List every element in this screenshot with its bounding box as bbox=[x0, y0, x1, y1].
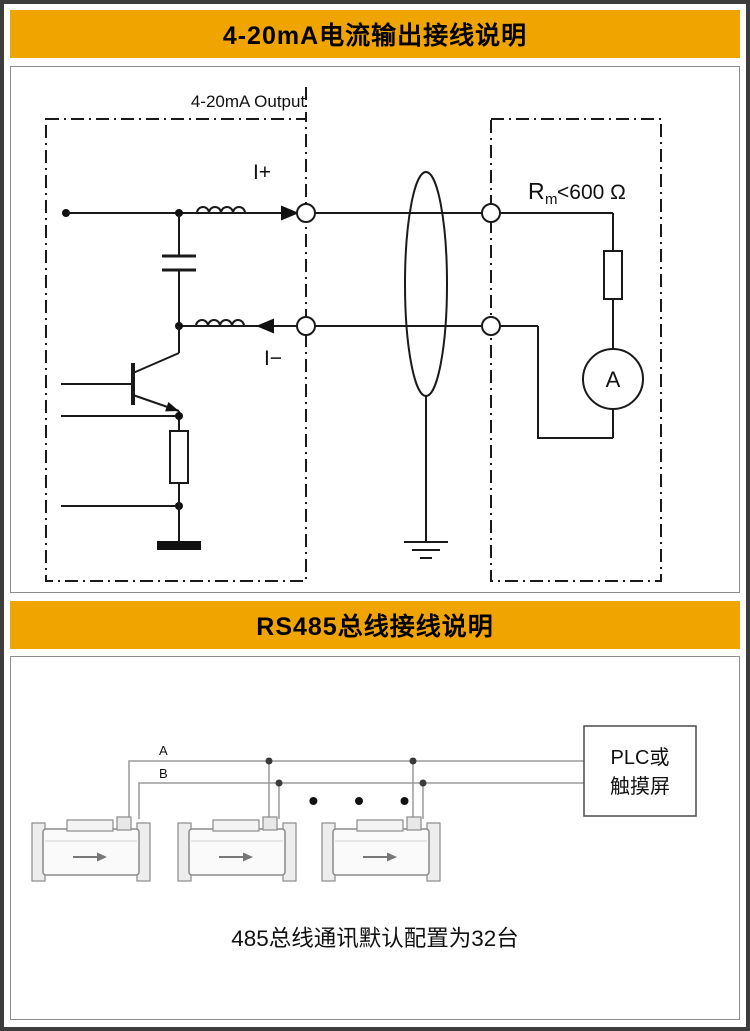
device-top-block bbox=[212, 819, 260, 832]
shield-ellipse bbox=[404, 171, 448, 397]
device3-drop-wires bbox=[409, 757, 427, 819]
rs485-bus-diagram: A B • • • bbox=[31, 725, 697, 951]
device-connector bbox=[262, 816, 278, 831]
emitter-arrow bbox=[165, 402, 179, 412]
rm-label: R m <600 Ω bbox=[528, 178, 626, 208]
junction-dot bbox=[409, 757, 417, 765]
current-arrow-right bbox=[281, 205, 299, 221]
rm-label-value: <600 Ω bbox=[557, 181, 626, 204]
device-body bbox=[332, 828, 430, 876]
plc-box: PLC或 触摸屏 bbox=[583, 725, 697, 817]
flow-meter-device-2 bbox=[177, 816, 297, 882]
current-output-circuit-diagram: 4-20mA Output bbox=[45, 87, 662, 582]
junction-dot bbox=[419, 779, 427, 787]
flow-meter-device-3 bbox=[321, 816, 441, 882]
collector-lead bbox=[132, 352, 180, 374]
i-plus-line bbox=[62, 205, 613, 221]
resistor-symbol bbox=[169, 430, 189, 484]
section2-header: RS485总线接线说明 bbox=[10, 601, 740, 649]
device-connector bbox=[406, 816, 422, 831]
junction-dot bbox=[265, 757, 273, 765]
rm-label-r: R bbox=[528, 178, 545, 204]
bus-wire-b bbox=[138, 782, 584, 819]
section2-title: RS485总线接线说明 bbox=[256, 613, 494, 641]
current-arrow-left bbox=[256, 318, 274, 334]
device2-drop-wires bbox=[265, 757, 283, 819]
terminal-i-minus-load bbox=[481, 316, 501, 336]
plc-box-line2: 触摸屏 bbox=[610, 775, 670, 798]
junction-dot bbox=[275, 779, 283, 787]
device-body bbox=[188, 828, 286, 876]
earth-ground-symbol bbox=[404, 541, 448, 559]
load-enclosure-box bbox=[490, 118, 662, 582]
bus-wire-a bbox=[128, 760, 584, 819]
current-output-diagram-panel: 4-20mA Output bbox=[10, 66, 740, 593]
device-body bbox=[42, 828, 140, 876]
load-resistor-symbol bbox=[603, 250, 623, 300]
transistor-symbol bbox=[61, 326, 180, 431]
rs485-caption: 485总线通讯默认配置为32台 bbox=[231, 926, 519, 951]
inductor-symbol bbox=[195, 319, 245, 327]
terminal-i-plus-device bbox=[296, 203, 316, 223]
wire-a-label: A bbox=[159, 743, 168, 758]
internal-resistor-branch bbox=[157, 430, 201, 550]
plc-box-line1: PLC或 bbox=[611, 746, 670, 769]
left-stub-wires bbox=[61, 412, 183, 510]
wire-b-label: B bbox=[159, 766, 168, 781]
cable-shield bbox=[404, 171, 448, 559]
ammeter-label: A bbox=[606, 367, 621, 392]
inductor-symbol bbox=[196, 206, 246, 214]
rm-label-subscript: m bbox=[545, 191, 558, 208]
i-minus-label: I− bbox=[264, 347, 282, 370]
more-devices-ellipsis: • • • bbox=[309, 785, 424, 816]
rs485-diagram-panel: A B • • • bbox=[10, 656, 740, 1020]
terminals bbox=[296, 203, 501, 336]
device-connector bbox=[116, 816, 132, 831]
section1-title: 4-20mA电流输出接线说明 bbox=[222, 22, 528, 50]
i-minus-line bbox=[179, 318, 538, 334]
output-label: 4-20mA Output bbox=[191, 92, 306, 111]
section1-header: 4-20mA电流输出接线说明 bbox=[10, 10, 740, 58]
device-enclosure-box bbox=[45, 87, 307, 582]
device-top-block bbox=[66, 819, 114, 832]
i-plus-label: I+ bbox=[253, 161, 271, 184]
device-top-block bbox=[356, 819, 404, 832]
flow-meter-device-1 bbox=[31, 816, 151, 882]
load-circuit: A bbox=[537, 213, 644, 439]
capacitor bbox=[162, 209, 196, 330]
junction-dot bbox=[175, 412, 183, 420]
terminal-i-plus-load bbox=[481, 203, 501, 223]
ground-bar bbox=[157, 541, 201, 550]
terminal-i-minus-device bbox=[296, 316, 316, 336]
